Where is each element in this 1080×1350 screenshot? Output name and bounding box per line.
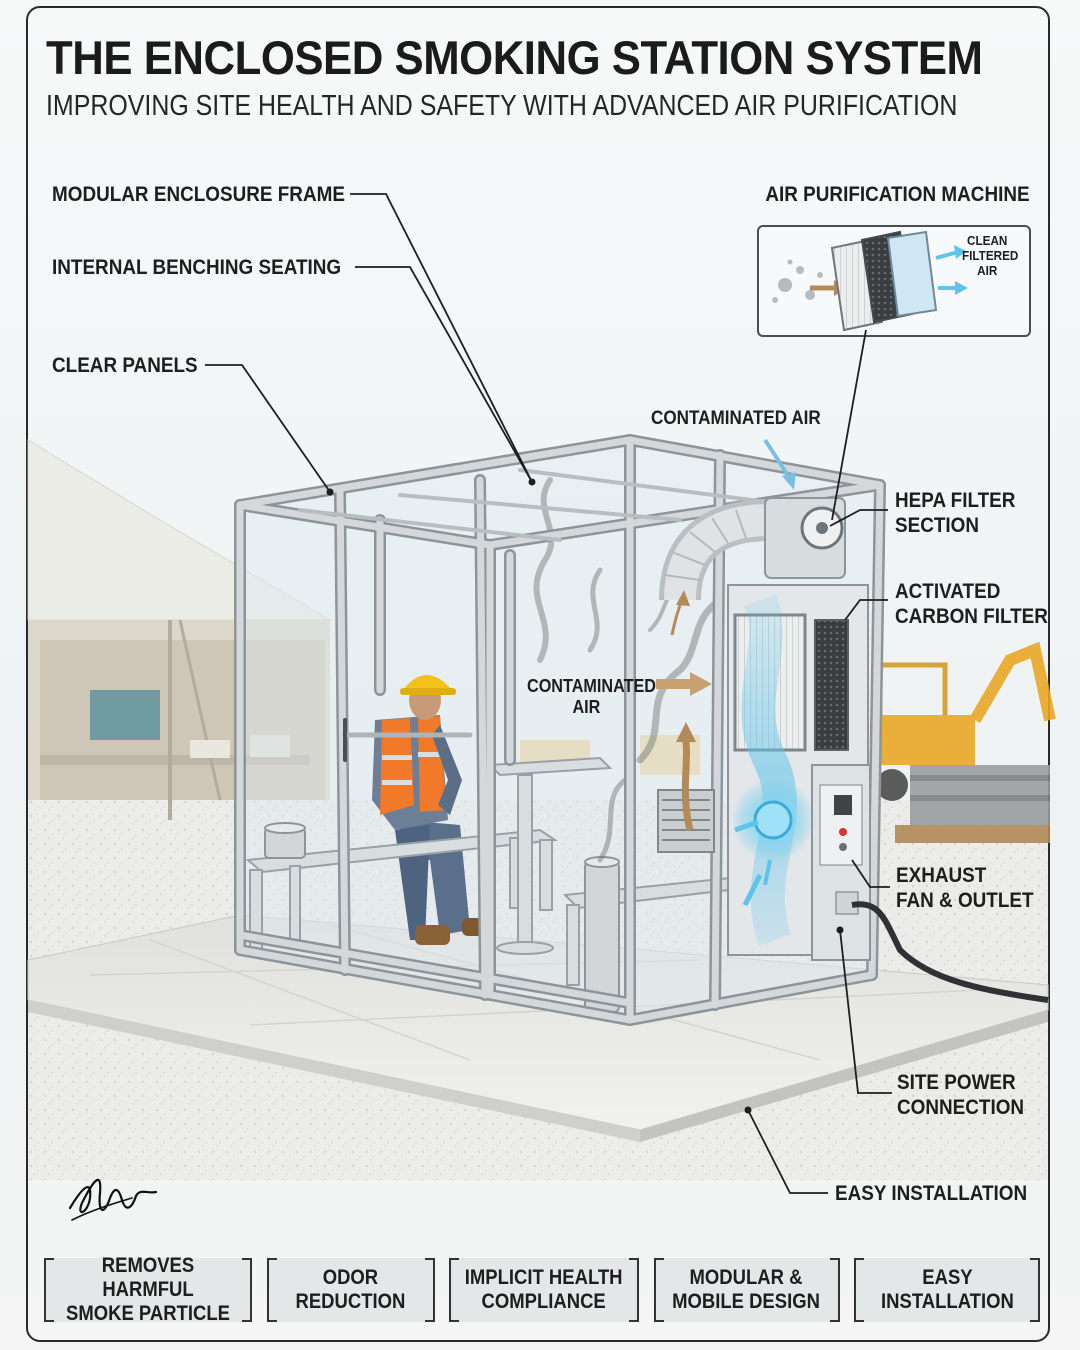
filter-inset-box (757, 225, 1031, 337)
feature-label: ODOR REDUCTION (295, 1266, 406, 1313)
callout-clear-panels: CLEAR PANELS (52, 354, 198, 377)
power-cable (851, 901, 1049, 1003)
callout-carbon-line2: CARBON FILTER (895, 605, 1048, 628)
page-subtitle: IMPROVING SITE HEALTH AND SAFETY WITH AD… (46, 90, 958, 122)
callout-power-line2: CONNECTION (897, 1096, 1025, 1119)
callout-hepa-line2: SECTION (895, 514, 980, 537)
inset-clean-line1: CLEAN (967, 233, 1008, 248)
callout-contaminated-air-mid-line2: AIR (572, 697, 601, 717)
feature-box: EASY INSTALLATION (854, 1258, 1040, 1322)
callout-internal-benching: INTERNAL BENCHING SEATING (52, 256, 342, 279)
page-title: THE ENCLOSED SMOKING STATION SYSTEM (46, 31, 983, 84)
feature-box: IMPLICIT HEALTH COMPLIANCE (449, 1258, 639, 1322)
air-purification-machine (657, 497, 871, 961)
modular-enclosure-frame (234, 433, 886, 1027)
construction-background (520, 641, 1056, 843)
callout-contaminated-air-mid-line1: CONTAMINATED (527, 676, 656, 696)
callout-site-power: SITE POWER CONNECTION (897, 1070, 1024, 1120)
callout-contaminated-air-top: CONTAMINATED AIR (651, 408, 821, 429)
feature-label: REMOVES HARMFUL SMOKE PARTICLE (66, 1254, 230, 1325)
callout-easy-installation: EASY INSTALLATION (835, 1182, 1028, 1205)
callout-air-purification-machine: AIR PURIFICATION MACHINE (765, 183, 1030, 206)
callout-hepa-line1: HEPA FILTER (895, 489, 1016, 512)
contaminated-air-arrow-mid (656, 672, 712, 696)
callout-exhaust-line1: EXHAUST (896, 864, 987, 887)
callout-leader-lines (205, 193, 892, 1194)
callout-modular-enclosure-frame: MODULAR ENCLOSURE FRAME (52, 183, 345, 206)
feature-box: MODULAR & MOBILE DESIGN (653, 1258, 840, 1322)
callout-activated-carbon-filter: ACTIVATED CARBON FILTER (895, 579, 1048, 629)
feature-label: MODULAR & MOBILE DESIGN (672, 1266, 821, 1313)
page-border (26, 6, 1050, 1342)
feature-label: EASY INSTALLATION (880, 1266, 1014, 1313)
feature-label: IMPLICIT HEALTH COMPLIANCE (465, 1266, 623, 1313)
feature-box: ODOR REDUCTION (266, 1258, 435, 1322)
inset-clean-air-label: CLEAN FILTERED AIR (962, 233, 1019, 278)
feature-list: REMOVES HARMFUL SMOKE PARTICLE ODOR REDU… (44, 1254, 1040, 1326)
feature-box: REMOVES HARMFUL SMOKE PARTICLE (44, 1254, 252, 1325)
internal-benching (245, 756, 773, 986)
tent-background (27, 439, 332, 820)
callout-exhaust-fan: EXHAUST FAN & OUTLET (896, 863, 1034, 913)
callout-power-line1: SITE POWER (897, 1071, 1016, 1094)
callout-hepa-filter: HEPA FILTER SECTION (895, 488, 1015, 538)
signature-mark (68, 1178, 158, 1221)
callout-contaminated-air-mid: CONTAMINATED AIR (527, 676, 656, 718)
callout-exhaust-line2: FAN & OUTLET (896, 889, 1034, 912)
ashtray-bins (264, 822, 620, 1013)
inset-clean-line3: AIR (977, 263, 998, 278)
inset-clean-line2: FILTERED (962, 248, 1019, 263)
callout-carbon-line1: ACTIVATED (895, 580, 1001, 603)
